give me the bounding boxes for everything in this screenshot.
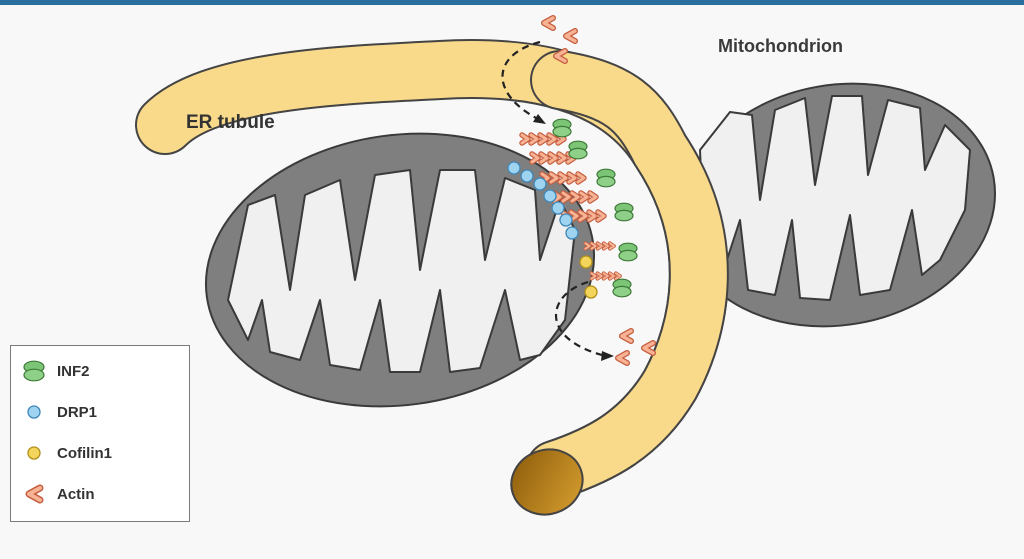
legend-label: INF2 [57, 362, 90, 380]
legend: INF2 DRP1 Cofilin1 [10, 345, 190, 522]
legend-label: Cofilin1 [57, 444, 112, 462]
legend-item-drp1: DRP1 [21, 399, 97, 425]
legend-label: Actin [57, 485, 95, 503]
dashed-arrows [501, 40, 607, 358]
drp1-proteins [507, 161, 579, 240]
mitochondrion-right [680, 82, 996, 328]
arrowheads [533, 114, 614, 361]
legend-item-actin: Actin [21, 481, 95, 507]
cofilin1-icon [21, 440, 47, 466]
legend-label: DRP1 [57, 403, 98, 421]
top-accent-bar [0, 0, 1024, 5]
drp1-icon [21, 399, 47, 425]
er-tubule-label: ER tubule [186, 112, 275, 133]
er-tubule-front [510, 50, 729, 516]
inf2-icon [21, 358, 47, 384]
actin-icon [21, 481, 47, 507]
mitochondrion-label: Mitochondrion [718, 36, 843, 56]
legend-item-inf2: INF2 [21, 358, 90, 384]
legend-item-cofilin1: Cofilin1 [21, 440, 112, 466]
mitochondrion-left [204, 132, 596, 408]
cofilin1-proteins [579, 255, 598, 299]
